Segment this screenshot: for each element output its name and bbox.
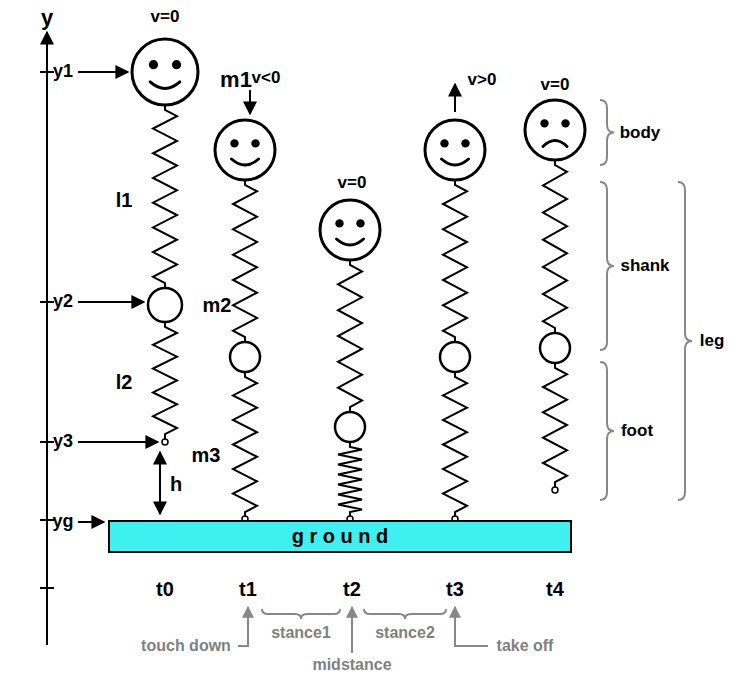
time-label: t2 — [343, 578, 361, 600]
phase-brace — [364, 609, 446, 619]
part-label: shank — [620, 257, 669, 276]
phase-brace — [262, 609, 340, 619]
time-label: t1 — [239, 578, 257, 600]
mass-label: m2 — [203, 294, 232, 316]
spring-mass-figure — [425, 120, 485, 522]
mass-label: m1 — [220, 68, 252, 92]
length-label: l2 — [116, 371, 133, 393]
level-label: y3 — [53, 432, 73, 452]
time-label: t3 — [446, 578, 464, 600]
spring-mass-figure — [525, 100, 585, 493]
phase-label: touch down — [141, 637, 231, 655]
phase-label: midstance — [312, 656, 391, 674]
part-label: body — [620, 124, 661, 143]
part-label: foot — [621, 422, 653, 441]
axis-label: y — [41, 6, 53, 30]
phase-label: stance2 — [375, 624, 435, 642]
level-arrows — [78, 72, 455, 522]
time-label: t4 — [546, 578, 564, 600]
mass-label: m3 — [192, 444, 221, 466]
part-brace — [600, 100, 614, 165]
phase-label: stance1 — [271, 624, 331, 642]
level-label: y2 — [53, 292, 73, 312]
level-label: y1 — [53, 62, 73, 82]
phase-label: take off — [497, 637, 554, 655]
height-label: h — [170, 473, 182, 495]
level-label: yg — [52, 512, 73, 532]
part-label: leg — [700, 332, 725, 351]
velocity-label: v=0 — [338, 174, 367, 193]
velocity-label: v=0 — [541, 76, 570, 95]
length-label: l1 — [116, 189, 133, 211]
ground-band: g r o u n d — [108, 520, 572, 553]
part-brace — [678, 182, 692, 500]
velocity-label: v=0 — [151, 8, 180, 27]
time-label: t0 — [156, 578, 174, 600]
spring-mass-figure — [320, 200, 380, 522]
spring-mass-figure — [215, 120, 275, 522]
axis-ticks — [40, 72, 54, 588]
velocity-label: v>0 — [468, 71, 497, 90]
ground-label: g r o u n d — [292, 525, 389, 548]
phase-arrows — [238, 607, 488, 653]
velocity-label: v<0 — [252, 69, 281, 88]
y-axis — [46, 32, 48, 645]
spring-mass-figure — [132, 39, 198, 445]
part-brace — [600, 362, 614, 500]
part-brace — [600, 182, 614, 350]
